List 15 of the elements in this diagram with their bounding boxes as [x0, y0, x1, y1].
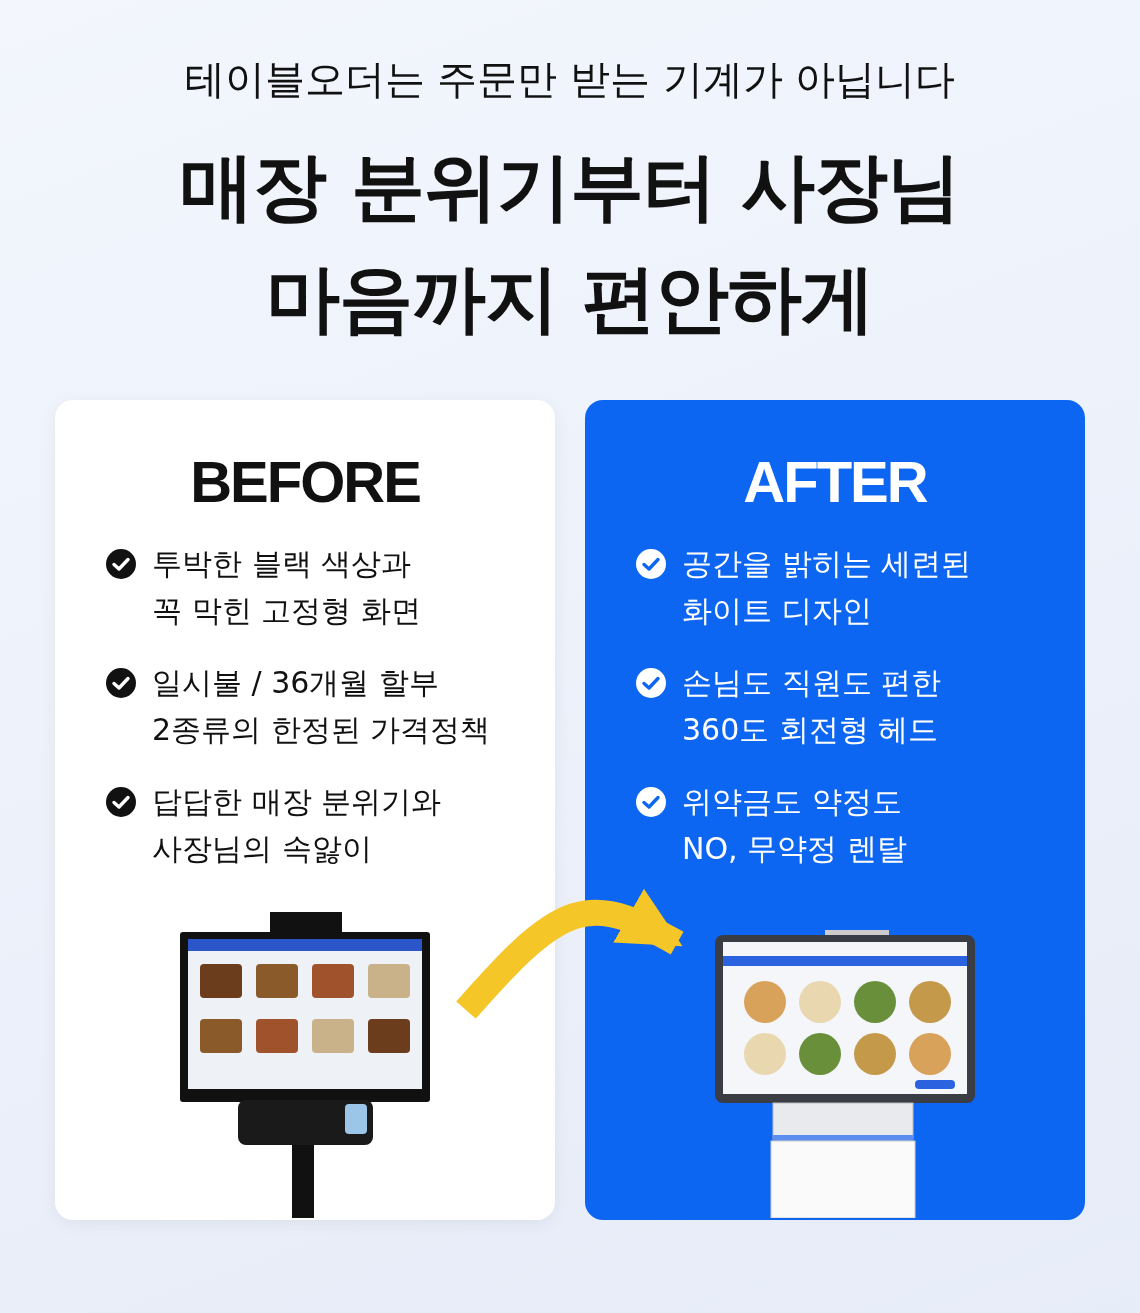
- feature-text: 손님도 직원도 편한 360도 회전형 헤드: [682, 664, 943, 749]
- feature-text: 일시불 / 36개월 할부 2종류의 한정된 가격정책: [152, 664, 492, 749]
- feature-text: 답답한 매장 분위기와 사장님의 속앓이: [152, 783, 443, 868]
- card-heading: AFTER: [742, 448, 928, 515]
- feature-text: 투박한 블랙 색상과 꼭 막힌 고정형 화면: [152, 545, 422, 630]
- card-heading: BEFORE: [189, 448, 421, 515]
- title: 매장 분위기부터 사장님 마음까지 편안하게: [179, 142, 961, 343]
- comparison-card: [55, 400, 555, 1220]
- comparison-card: [585, 400, 1085, 1220]
- feature-text: 공간을 밝히는 세련된 화이트 디자인: [682, 545, 973, 630]
- feature-text: 위약금도 약정도 NO, 무약정 렌탈: [682, 783, 908, 868]
- subtitle: 테이블오더는 주문만 받는 기계가 아닙니다: [183, 55, 957, 104]
- kiosk-drawing: [715, 930, 975, 1218]
- kiosk-drawing: [180, 912, 430, 1218]
- curved-arrow: [456, 888, 684, 1019]
